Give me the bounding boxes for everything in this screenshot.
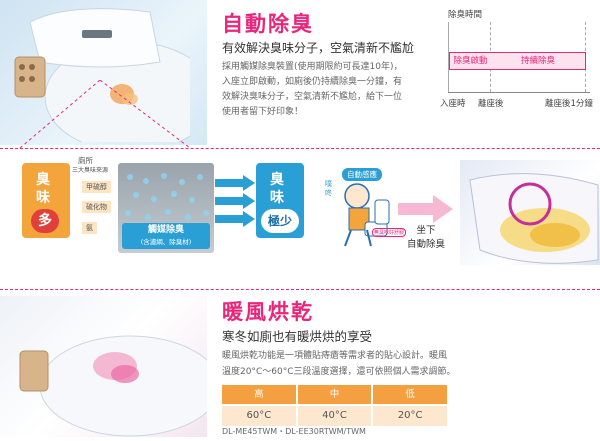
toilet-label: 廁所 [78, 156, 93, 165]
person-on-toilet-cartoon [344, 183, 390, 247]
dry-subtitle: 寒冬如廁也有暖烘烘的享受 [222, 329, 373, 344]
sit-caption: 坐下 自動除臭 [401, 222, 451, 250]
timeline-point: 入座時 [440, 99, 466, 109]
bowl-photo [460, 160, 600, 265]
timeline-divider [448, 22, 449, 92]
odor-title: 自動除臭 [222, 12, 314, 36]
table-header-cell: 低 [373, 385, 448, 404]
odor-description-line: 入座立即啟動，如廁後仍持續除臭一分鐘，有 [222, 77, 403, 87]
dry-toilet-illustration [19, 335, 221, 437]
table-header-cell: 高 [222, 385, 296, 404]
odor-description-line: 效解決臭味分子，空氣清新不尷尬，給下一位 [222, 92, 403, 102]
timeline-axis [448, 92, 590, 93]
timeline-point: 離座後 [478, 99, 504, 109]
filter-title: 觸媒除臭 [147, 225, 184, 235]
filter-label-box: 觸媒除臭 (含濾網、除臭材) [122, 223, 210, 249]
odor-many-line1: 臭 [36, 172, 50, 188]
dry-description-line: 溫度20°C〜60°C三段溫度選擇，還可依照個人需求調節。 [222, 367, 456, 377]
pink-arrow [398, 195, 453, 223]
dry-description: 暖風烘乾功能是一項體貼痔瘡等需求者的貼心設計。暖風 溫度20°C〜60°C三段溫… [222, 348, 492, 380]
bowl-illustration [469, 173, 599, 264]
table-value-cell: 20°C [373, 406, 448, 426]
source-item: 甲硫醇 [82, 181, 111, 193]
sit-caption-line: 坐下 [416, 225, 436, 236]
sound-bubble: 噗咚 [325, 180, 332, 197]
odor-description: 採用觸媒除臭裝置(使用期限約可長達10年)， 入座立即啟動，如廁後仍持續除臭一分… [222, 60, 437, 120]
odor-many-box: 臭 味 多 [22, 163, 70, 238]
callout-lines [19, 80, 191, 149]
odor-few-box: 臭 味 極少 [256, 163, 304, 238]
filter-subtitle: (含濾網、除臭材) [140, 238, 192, 246]
sources-heading: 三大臭味來源 [72, 167, 109, 174]
odor-few-line1: 臭 [270, 172, 284, 188]
catalyst-filter-block: 觸媒除臭 (含濾網、除臭材) [118, 163, 214, 253]
source-item: 氨 [82, 222, 97, 234]
timeline-heading: 除臭時間 [448, 10, 483, 20]
model-numbers: DL-ME45TWM・DL-EE30RTWM/TWM [222, 427, 366, 436]
dry-product-photo [0, 296, 221, 437]
odor-description-line: 使用者留下好印象！ [222, 107, 304, 117]
odor-few-line2: 味 [270, 190, 284, 206]
odor-few-badge: 極少 [261, 209, 299, 233]
filter-mesh-icon [125, 173, 209, 220]
odor-description-line: 採用觸媒除臭裝置(使用期限約可長達10年)， [222, 62, 403, 72]
table-value-cell: 60°C [222, 406, 296, 426]
toilet-seat-illustration [14, 8, 190, 142]
table-header-cell: 中 [297, 385, 372, 404]
odor-product-photo [0, 0, 207, 145]
auto-sense-badge: 自動感應 [342, 168, 382, 181]
sit-caption-line: 自動除臭 [406, 239, 445, 250]
comfort-bubble: 無臭味好舒服 [372, 228, 407, 237]
temperature-table: 高 中 低 60°C 40°C 20°C [222, 385, 448, 426]
source-item: 硫化物 [82, 201, 111, 213]
timeline-continue-bar: 持續除臭 [491, 52, 586, 70]
timeline-point: 離座後1分鐘 [545, 99, 593, 109]
table-value-cell: 40°C [297, 406, 372, 426]
odor-many-badge: 多 [31, 209, 59, 233]
flow-arrows [215, 175, 255, 227]
timeline-active-bar: 除臭啟動 [449, 52, 492, 70]
odor-subtitle: 有效解決臭味分子，空氣清新不尷尬 [222, 41, 415, 55]
odor-many-line2: 味 [36, 190, 50, 206]
dry-title: 暖風烘乾 [222, 300, 314, 324]
dry-description-line: 暖風烘乾功能是一項體貼痔瘡等需求者的貼心設計。暖風 [222, 351, 448, 361]
